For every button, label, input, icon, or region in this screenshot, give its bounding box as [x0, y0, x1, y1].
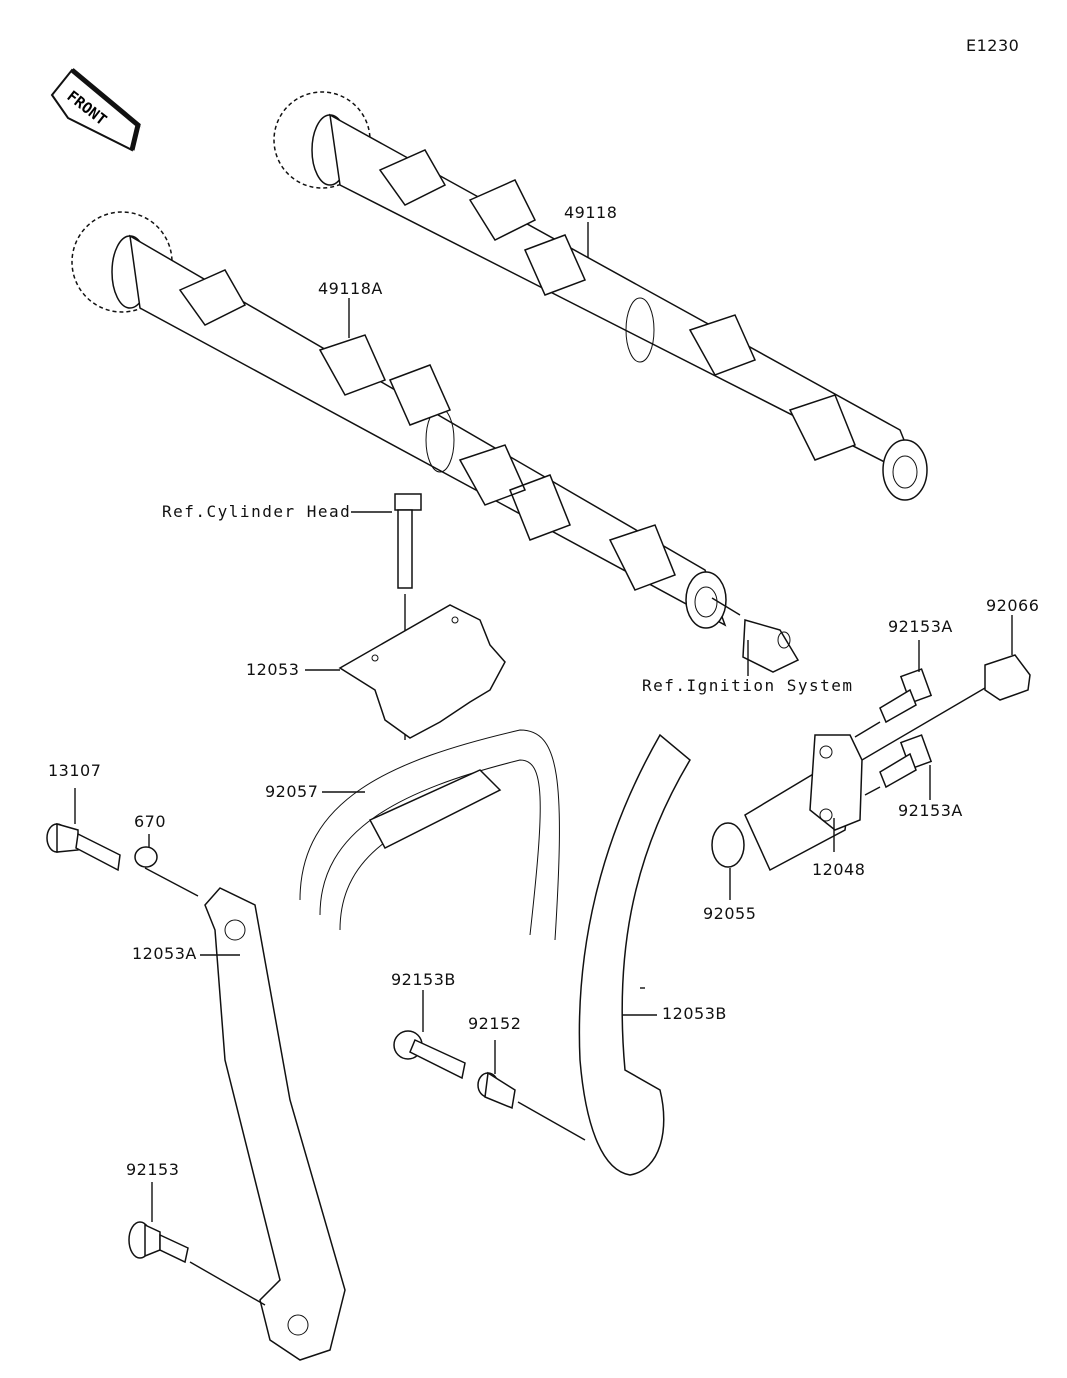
timing-chain-92057	[299, 729, 560, 941]
label-92057[interactable]: 92057	[265, 782, 319, 801]
label-12053[interactable]: 12053	[246, 660, 300, 679]
label-49118[interactable]: 49118	[564, 203, 618, 222]
diagram-code: E1230	[966, 36, 1020, 55]
plug-92066	[861, 615, 1031, 761]
bolt-92153a-top	[854, 640, 933, 738]
label-92066[interactable]: 92066	[986, 596, 1040, 615]
front-arrow-icon: FRONT	[50, 68, 142, 152]
label-ref-cylinder-head[interactable]: Ref.Cylinder Head	[162, 502, 352, 521]
label-12053a[interactable]: 12053A	[132, 944, 197, 963]
pin-13107	[46, 788, 121, 872]
label-ref-ignition-system[interactable]: Ref.Ignition System	[642, 676, 854, 695]
o-ring-92055	[711, 822, 745, 868]
label-12053b[interactable]: 12053B	[662, 1004, 727, 1023]
chain-guide-12053a	[144, 867, 346, 1361]
label-92153b[interactable]: 92153B	[391, 970, 456, 989]
bolt-cylinder-head	[351, 493, 422, 740]
bolt-92153a-bottom	[864, 734, 933, 800]
chain-guide-12053b	[578, 733, 691, 1176]
label-670[interactable]: 670	[134, 812, 167, 831]
label-92153a-bottom[interactable]: 92153A	[898, 801, 963, 820]
camshaft-49118a	[71, 211, 727, 629]
label-92153[interactable]: 92153	[126, 1160, 180, 1179]
bolt-92153b	[393, 990, 466, 1080]
label-13107[interactable]: 13107	[48, 761, 102, 780]
label-49118a[interactable]: 49118A	[318, 279, 383, 298]
bracket-12053	[305, 604, 506, 739]
collar-92152	[477, 1040, 586, 1141]
label-92055[interactable]: 92055	[703, 904, 757, 923]
label-92153a-top[interactable]: 92153A	[888, 617, 953, 636]
label-92152[interactable]: 92152	[468, 1014, 522, 1033]
bolt-92153	[128, 1182, 266, 1306]
camshaft-49118	[273, 91, 928, 501]
tensioner-12048	[744, 734, 863, 872]
ignition-rotor	[711, 597, 800, 676]
label-12048[interactable]: 12048	[812, 860, 866, 879]
ring-670	[134, 846, 158, 868]
